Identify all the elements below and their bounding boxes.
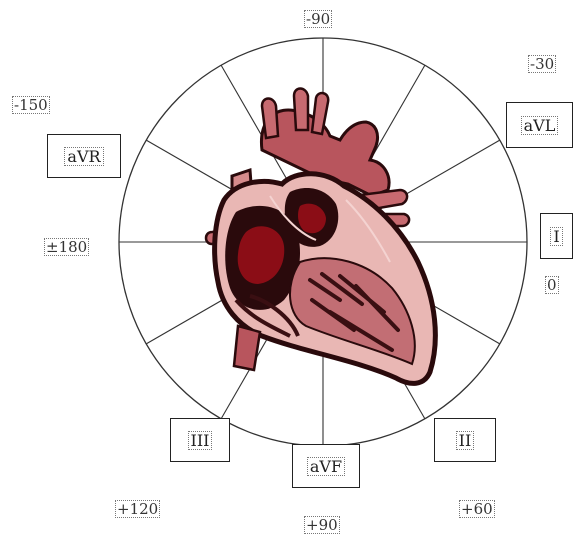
angle-label-plus90: +90 [304, 516, 340, 534]
lead-label-aVR: aVR [64, 147, 103, 166]
lead-label-III: III [188, 431, 213, 450]
lead-label-II: II [456, 431, 475, 450]
lead-label-aVF: aVF [307, 457, 345, 476]
lead-box-II: II [434, 418, 496, 462]
angle-label-plusminus180: ±180 [44, 238, 89, 256]
lead-box-I: I [540, 213, 573, 259]
angle-label-minus150: -150 [12, 96, 50, 114]
lead-box-III: III [170, 418, 230, 462]
lead-box-aVL: aVL [506, 102, 573, 148]
angle-label-minus90: -90 [304, 10, 332, 28]
lead-label-aVL: aVL [521, 116, 559, 135]
angle-label-plus120: +120 [115, 500, 160, 518]
lead-label-I: I [550, 227, 562, 246]
lead-box-aVR: aVR [47, 134, 121, 178]
angle-label-plus60: +60 [459, 500, 495, 518]
angle-label-zero: 0 [545, 276, 559, 294]
angle-label-minus30: -30 [528, 55, 556, 73]
lead-box-aVF: aVF [292, 444, 360, 488]
